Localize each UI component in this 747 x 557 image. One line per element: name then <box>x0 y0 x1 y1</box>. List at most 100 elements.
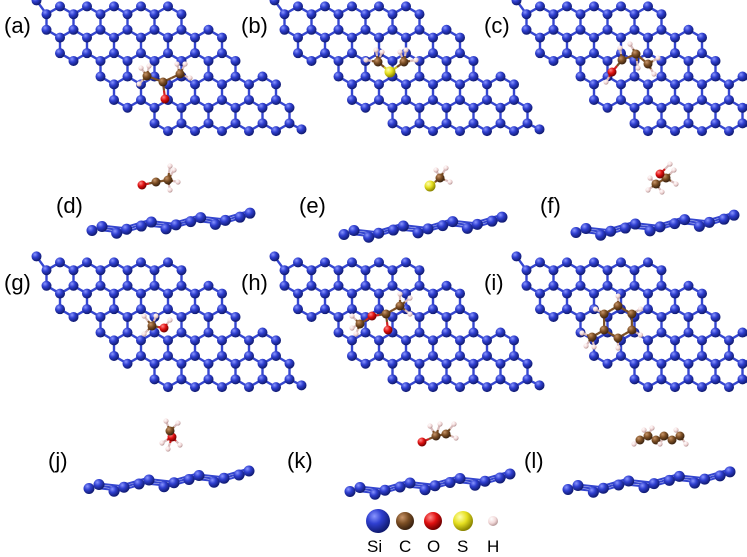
si-atom <box>122 280 133 291</box>
molecule-e-side <box>424 165 453 192</box>
si-atom <box>656 280 667 291</box>
h-atom <box>159 440 165 446</box>
si-atom <box>190 79 200 90</box>
c-atom <box>627 325 637 335</box>
si-atom <box>333 71 344 82</box>
si-atom <box>441 358 452 369</box>
h-atom <box>655 55 661 61</box>
si-atom <box>158 481 170 493</box>
legend-si-sphere <box>366 509 390 533</box>
c-atom <box>165 426 175 436</box>
si-atom <box>697 32 707 43</box>
si-atom <box>168 477 180 489</box>
si-atom <box>269 0 280 6</box>
si-atom <box>683 102 694 113</box>
si-atom <box>243 465 255 477</box>
si-atom <box>41 24 52 35</box>
o-atom <box>607 67 617 77</box>
si-atom <box>629 218 641 230</box>
si-atom <box>414 327 425 338</box>
si-atom <box>163 32 173 43</box>
si-atom <box>401 350 411 361</box>
si-atom <box>509 382 519 393</box>
si-atom <box>718 213 730 225</box>
si-atom <box>149 102 160 113</box>
si-atom <box>697 335 707 346</box>
si-atom <box>619 222 631 234</box>
si-atom <box>495 118 506 129</box>
h-atom <box>683 441 689 447</box>
si-atom <box>602 9 613 20</box>
si-atom <box>136 350 146 361</box>
h-atom <box>615 345 621 351</box>
h-atom <box>635 65 641 71</box>
si-atom <box>697 350 707 361</box>
si-atom <box>387 9 398 20</box>
si-atom <box>724 126 734 137</box>
si-atom <box>333 9 344 20</box>
si-atom <box>176 118 187 129</box>
si-atom <box>203 358 214 369</box>
si-atom <box>535 1 545 12</box>
si-atom <box>509 126 519 137</box>
si-atom <box>95 55 106 66</box>
si-atom <box>643 126 653 137</box>
si-atom <box>437 220 449 232</box>
si-atom <box>643 48 653 59</box>
si-atom <box>683 374 694 385</box>
si-atom <box>535 257 545 268</box>
si-atom <box>643 382 653 393</box>
si-atom <box>68 265 79 276</box>
si-atom <box>109 304 119 315</box>
si-atom <box>55 304 65 315</box>
h-atom <box>407 311 413 317</box>
si-atom <box>629 71 640 82</box>
panel-label-c: (c) <box>484 13 510 38</box>
h-atom <box>673 427 679 433</box>
si-atom <box>455 304 465 315</box>
si-atom <box>109 335 119 346</box>
si-atom <box>230 358 241 369</box>
si-atom <box>683 71 694 82</box>
si-atom <box>374 288 384 299</box>
si-atom <box>428 32 438 43</box>
h-atom <box>153 313 159 319</box>
lattice-g <box>31 251 307 393</box>
h-atom <box>627 41 633 47</box>
si-atom <box>495 102 506 113</box>
si-atom <box>82 288 92 299</box>
h-atom <box>591 344 597 350</box>
si-atom <box>429 480 441 492</box>
lattice-h <box>269 251 545 393</box>
si-atom <box>373 227 385 239</box>
si-atom <box>455 48 465 59</box>
si-atom <box>93 479 105 490</box>
molecule-i-toluene <box>579 293 644 351</box>
si-atom <box>217 288 227 299</box>
si-atom <box>562 48 572 59</box>
si-atom <box>737 358 747 369</box>
side-sheet-e <box>338 211 508 243</box>
o-atom <box>159 323 169 333</box>
si-atom <box>374 94 384 105</box>
o-atom <box>160 94 170 104</box>
si-atom <box>548 24 559 35</box>
h-atom <box>647 175 653 181</box>
si-atom <box>597 482 609 494</box>
si-atom <box>338 229 350 240</box>
si-atom <box>482 126 492 137</box>
side-sheet-k <box>344 468 516 500</box>
si-atom <box>656 327 667 338</box>
si-atom <box>133 478 145 490</box>
si-atom <box>284 102 295 113</box>
si-atom <box>296 124 307 135</box>
si-atom <box>163 1 173 12</box>
si-atom <box>496 211 508 223</box>
si-atom <box>279 280 290 291</box>
si-atom <box>55 32 65 43</box>
si-atom <box>602 24 613 35</box>
si-atom <box>683 24 694 35</box>
si-atom <box>656 102 667 113</box>
si-atom <box>643 1 653 12</box>
c-atom <box>667 435 677 445</box>
